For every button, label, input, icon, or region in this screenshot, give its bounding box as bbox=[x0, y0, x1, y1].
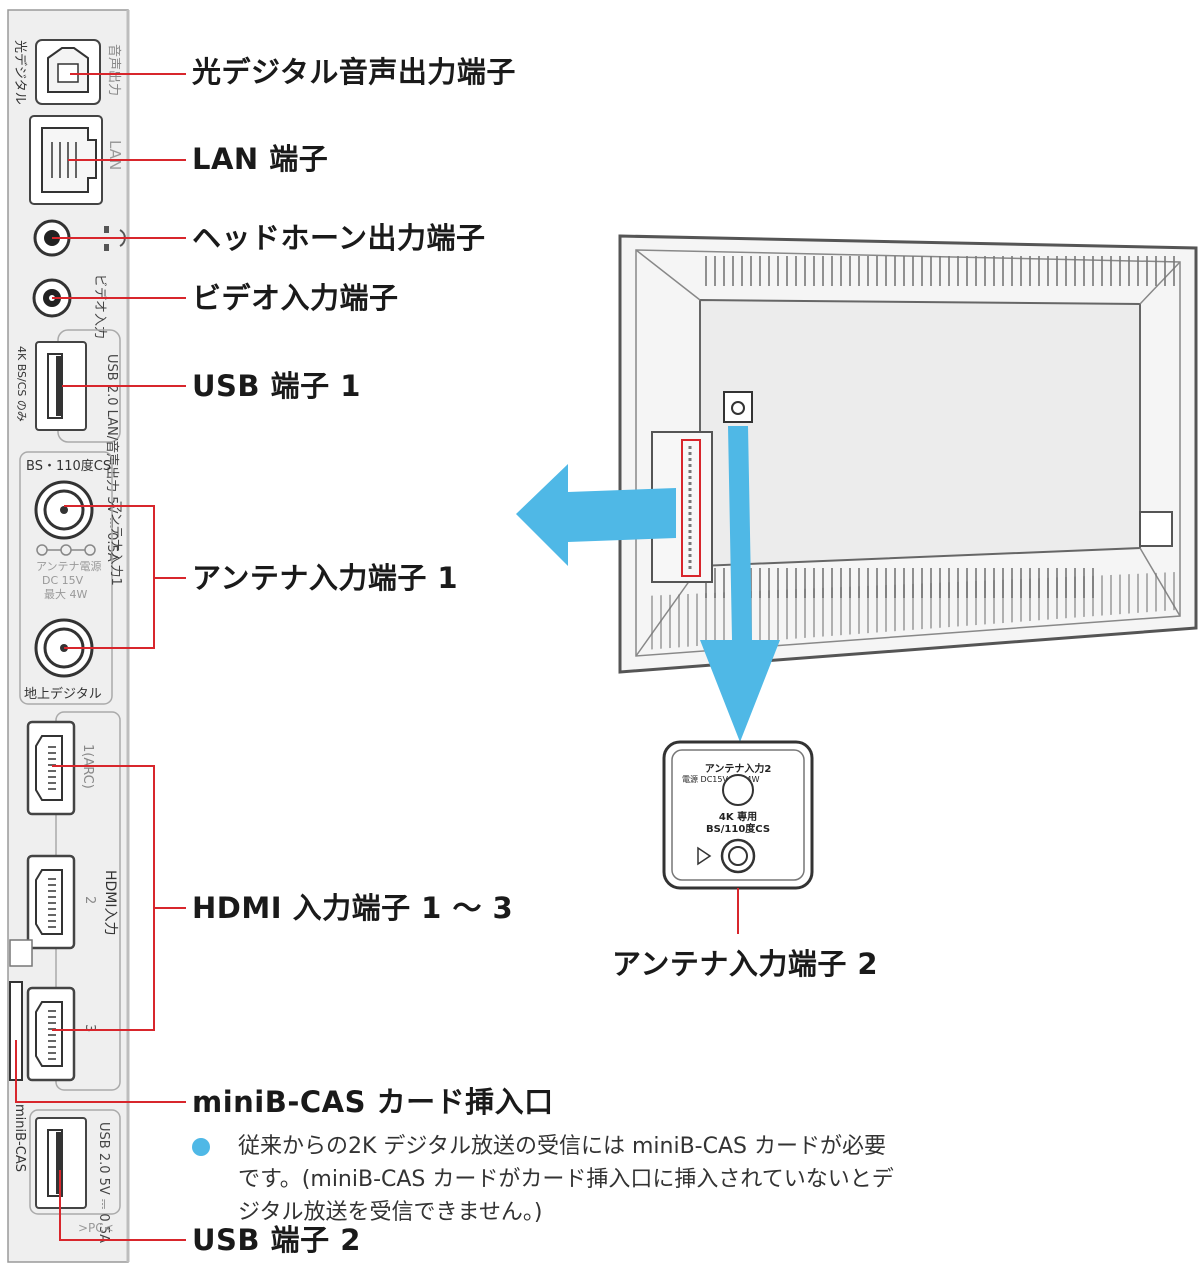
hdmi3-label: 3 bbox=[82, 1024, 97, 1032]
detail-4k: 4K 専用 bbox=[719, 810, 757, 823]
detail-bs: BS/110度CS bbox=[706, 822, 770, 835]
terminal-panel: 光デジタル 音声出力 LAN ビデオ入力 bbox=[7, 9, 130, 1263]
tv-back-illustration bbox=[618, 234, 1198, 674]
antenna-power-label: アンテナ電源 bbox=[36, 559, 102, 573]
antenna2-detail-box: アンテナ入力2 電源 DC15V 最大4W 4K 専用 BS/110度CS bbox=[662, 740, 814, 934]
left-arrow-icon bbox=[516, 464, 676, 566]
hdmi2-label: 2 bbox=[82, 896, 97, 904]
pc-label: >PC< bbox=[78, 1221, 114, 1235]
callout-antenna1: アンテナ入力端子 1 bbox=[192, 561, 459, 595]
hdmi-in-label: HDMI入力 bbox=[102, 870, 118, 936]
antenna-bs-port bbox=[34, 480, 94, 540]
terrestrial-label: 地上デジタル bbox=[24, 686, 102, 702]
usb1-side-label: 4K BS/CS のみ bbox=[15, 346, 28, 422]
note-bullet-icon bbox=[192, 1138, 210, 1156]
antenna-power-icon bbox=[36, 544, 96, 556]
callout-hdmi: HDMI 入力端子 1 ～ 3 bbox=[192, 891, 514, 925]
minibcas-panel-label: miniB-CAS bbox=[12, 1104, 27, 1172]
callout-video-in: ビデオ入力端子 bbox=[192, 281, 399, 315]
detail-title: アンテナ入力2 bbox=[705, 762, 772, 775]
antenna-max-label: 最大 4W bbox=[44, 587, 87, 601]
down-arrow-icon bbox=[700, 426, 780, 742]
callout-lan: LAN 端子 bbox=[192, 142, 329, 176]
leader-lines bbox=[15, 73, 186, 1241]
minibcas-note: 従来からの2K デジタル放送の受信には miniB-CAS カードが必要です。(… bbox=[238, 1134, 894, 1225]
antenna-group-frame bbox=[19, 451, 113, 705]
callout-headphone: ヘッドホーン出力端子 bbox=[192, 221, 486, 255]
usb2-spec-label: USB 2.0 5V ⎓ 0.5A bbox=[96, 1122, 111, 1243]
lan-port-label: LAN bbox=[106, 140, 124, 170]
optical-port bbox=[35, 39, 101, 105]
antenna-in1-label: アンテナ入力1 bbox=[108, 500, 123, 586]
detail-triangle-icon bbox=[697, 846, 712, 866]
hdmi1-port bbox=[26, 720, 76, 816]
callout-usb2: USB 端子 2 bbox=[192, 1223, 361, 1257]
callout-usb1: USB 端子 1 bbox=[192, 369, 361, 403]
callout-optical-out: 光デジタル音声出力端子 bbox=[192, 55, 516, 89]
hdmi3-port bbox=[26, 986, 76, 1082]
antenna-dc-label: DC 15V bbox=[42, 574, 84, 587]
callout-antenna2: アンテナ入力端子 2 bbox=[612, 947, 879, 981]
callout-minibcas: miniB-CAS カード挿入口 bbox=[192, 1085, 554, 1119]
optical-port-label: 光デジタル bbox=[12, 40, 28, 105]
detail-power: 電源 DC15V 最大4W bbox=[682, 774, 760, 784]
hdmi2-port bbox=[26, 854, 76, 950]
bs-header-label: BS・110度CS bbox=[26, 458, 111, 474]
video-in-label: ビデオ入力 bbox=[92, 274, 108, 339]
usb1-port bbox=[35, 329, 121, 443]
audio-out-label: 音声出力 bbox=[106, 44, 122, 96]
